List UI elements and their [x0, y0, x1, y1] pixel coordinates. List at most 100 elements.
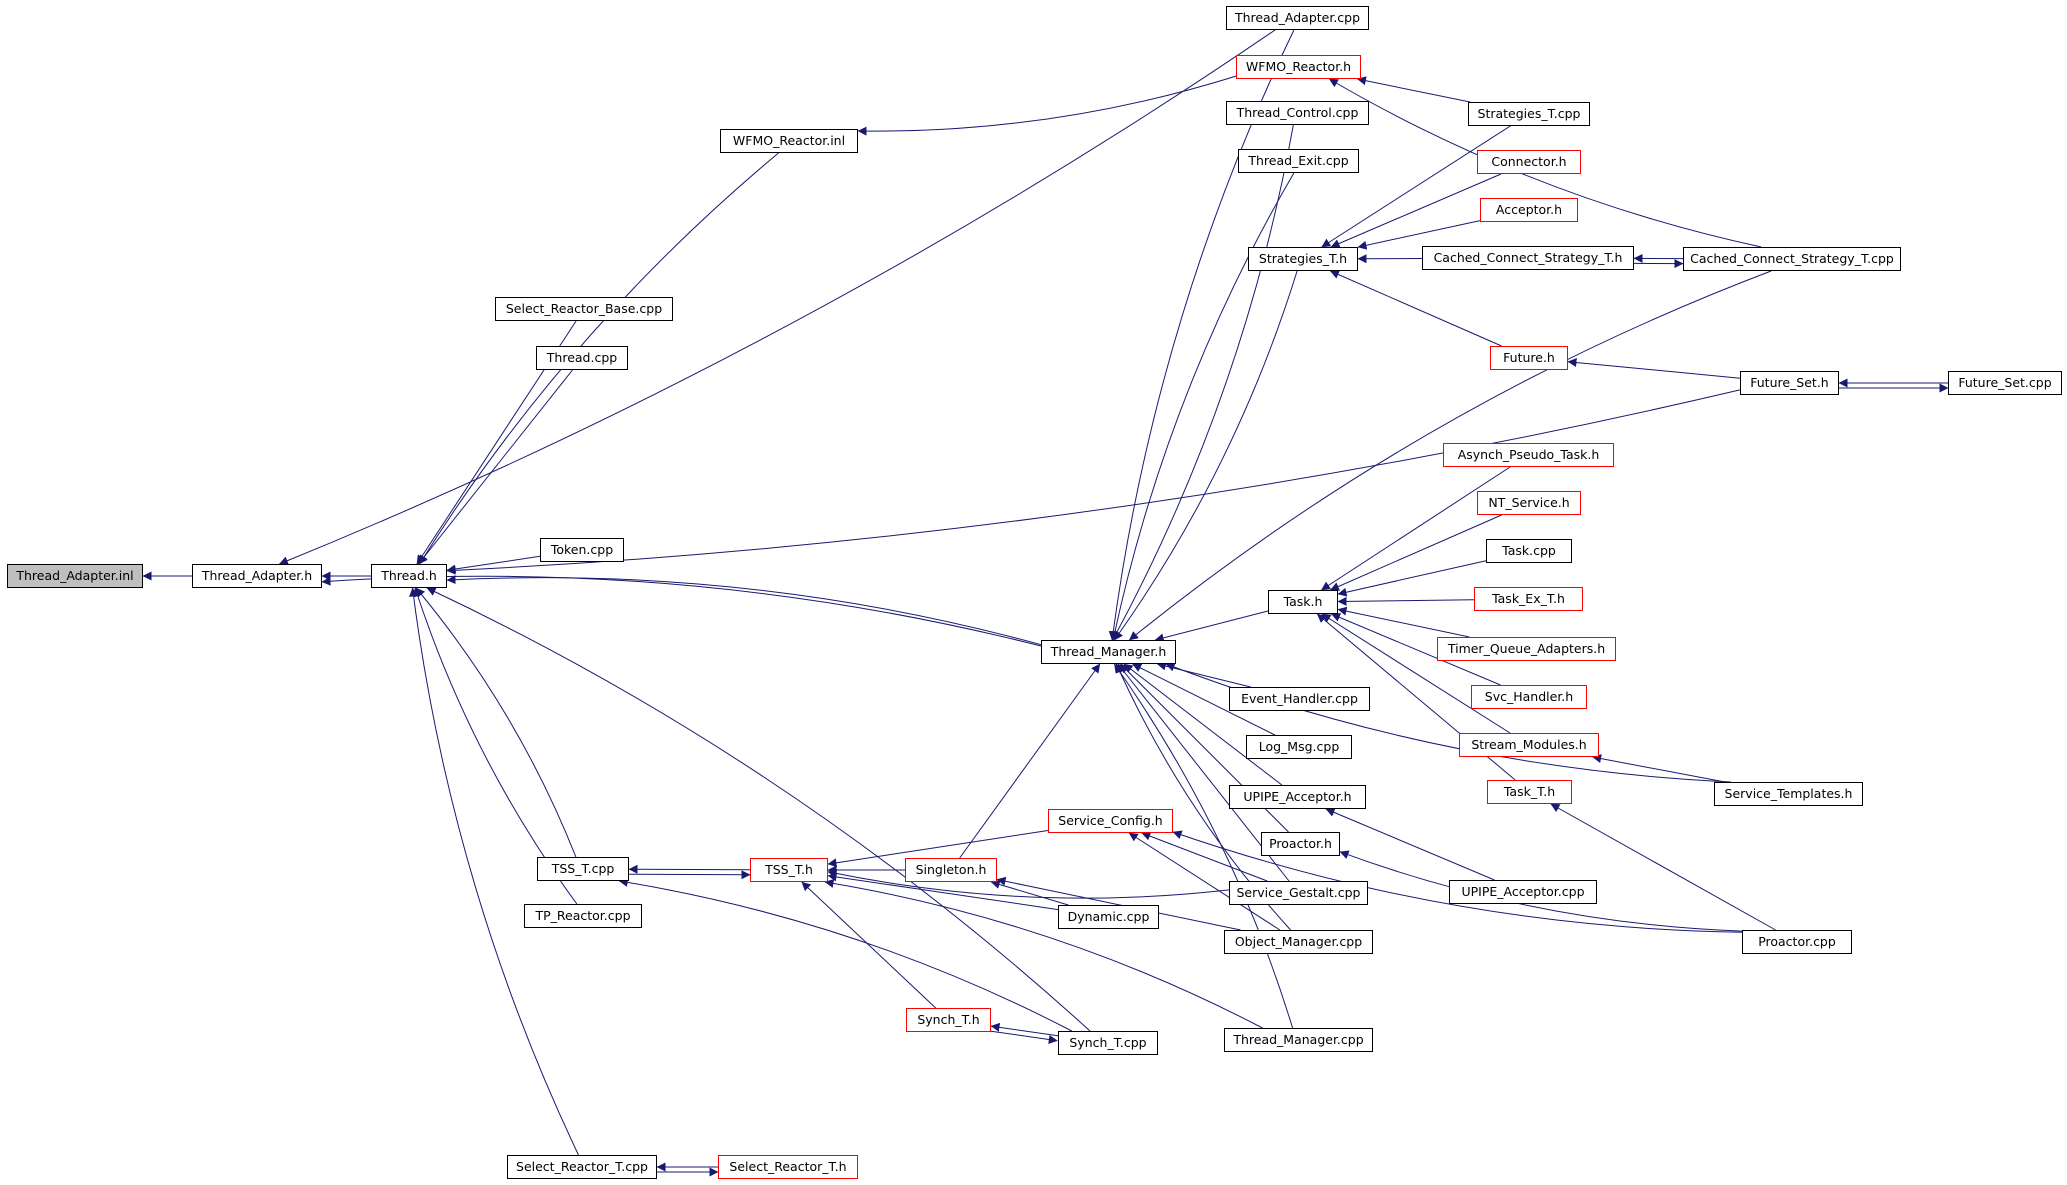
- edge-future-h-to-strategies-t-h: [1329, 270, 1502, 347]
- edge-tss-t-cpp-to-tss-t-h: [628, 870, 751, 880]
- edge-synch-t-cpp-to-thread-h: [426, 587, 1091, 1032]
- edge-upipe-acceptor-cpp-to-upipe-acceptor-h: [1325, 808, 1495, 881]
- node-thread-h[interactable]: Thread.h: [371, 564, 447, 588]
- node-token-cpp[interactable]: Token.cpp: [540, 538, 624, 562]
- node-wfmo-reactor-inl[interactable]: WFMO_Reactor.inl: [720, 129, 858, 153]
- edge-nt-service-h-to-task-h: [1329, 514, 1502, 591]
- node-log-msg-cpp[interactable]: Log_Msg.cpp: [1246, 735, 1352, 759]
- node-svc-handler-h[interactable]: Svc_Handler.h: [1471, 685, 1587, 709]
- edge-proactor-cpp-to-proactor-h: [1339, 850, 1743, 932]
- node-thread-manager-cpp[interactable]: Thread_Manager.cpp: [1224, 1028, 1373, 1052]
- node-asynch-pseudo-task-h[interactable]: Asynch_Pseudo_Task.h: [1443, 443, 1614, 467]
- node-select-reactor-t-h[interactable]: Select_Reactor_T.h: [718, 1155, 858, 1179]
- node-service-gestalt-cpp[interactable]: Service_Gestalt.cpp: [1229, 881, 1368, 905]
- edge-layer: [142, 29, 1949, 1177]
- edge-proactor-cpp-to-task-t-h: [1550, 803, 1776, 931]
- node-task-ex-t-h[interactable]: Task_Ex_T.h: [1474, 587, 1583, 611]
- edge-service-gestalt-cpp-to-tss-t-h: [827, 869, 1230, 899]
- node-cached-connect-strategy-t-h[interactable]: Cached_Connect_Strategy_T.h: [1422, 246, 1634, 270]
- edge-synch-t-cpp-to-tss-t-cpp: [618, 877, 1073, 1032]
- node-task-t-h[interactable]: Task_T.h: [1487, 780, 1572, 804]
- edge-task-ex-t-h-to-task-h: [1337, 596, 1475, 606]
- edge-cached-connect-strategy-t-cpp-to-wfmo-reactor-h: [1328, 78, 1762, 248]
- edge-synch-t-h-to-tss-t-h: [801, 881, 937, 1009]
- node-thread-adapter-inl: Thread_Adapter.inl: [7, 564, 143, 588]
- edge-task-cpp-to-task-h: [1337, 560, 1487, 597]
- edge-object-manager-cpp-to-singleton-h: [996, 876, 1241, 931]
- edge-singleton-h-to-thread-manager-h: [959, 663, 1101, 859]
- node-thread-control-cpp[interactable]: Thread_Control.cpp: [1226, 101, 1369, 125]
- edge-task-t-h-to-task-h: [1316, 613, 1516, 781]
- node-thread-adapter-h[interactable]: Thread_Adapter.h: [192, 564, 322, 588]
- edge-thread-exit-cpp-to-thread-manager-h: [1110, 172, 1295, 641]
- node-synch-t-h[interactable]: Synch_T.h: [906, 1008, 991, 1032]
- edge-cached-connect-strategy-t-cpp-to-thread-manager-h: [1129, 270, 1772, 641]
- node-select-reactor-t-cpp[interactable]: Select_Reactor_T.cpp: [507, 1155, 657, 1179]
- edge-strategies-t-cpp-to-wfmo-reactor-h: [1356, 76, 1471, 103]
- edge-thread-manager-h-to-thread-h: [446, 575, 1042, 646]
- edge-synch-t-h-to-synch-t-cpp: [990, 1030, 1058, 1044]
- edge-proactor-cpp-to-service-config-h: [1172, 830, 1743, 933]
- edge-upipe-acceptor-h-to-thread-manager-h: [1123, 663, 1283, 786]
- edge-asynch-pseudo-task-h-to-task-h: [1321, 466, 1511, 591]
- node-service-templates-h[interactable]: Service_Templates.h: [1714, 782, 1863, 806]
- edge-synch-t-cpp-to-synch-t-h: [990, 1022, 1059, 1037]
- node-thread-manager-h[interactable]: Thread_Manager.h: [1041, 640, 1176, 664]
- edge-thread-control-cpp-to-thread-manager-h: [1112, 124, 1294, 641]
- node-timer-queue-adapters-h[interactable]: Timer_Queue_Adapters.h: [1437, 637, 1616, 661]
- edge-tss-t-h-to-tss-t-cpp: [628, 864, 751, 874]
- edge-strategies-t-h-to-thread-manager-h: [1113, 270, 1298, 641]
- node-upipe-acceptor-h[interactable]: UPIPE_Acceptor.h: [1229, 785, 1366, 809]
- edge-task-h-to-thread-manager-h: [1154, 610, 1269, 643]
- edge-acceptor-h-to-strategies-t-h: [1357, 220, 1481, 250]
- node-tss-t-cpp[interactable]: TSS_T.cpp: [537, 857, 629, 881]
- node-singleton-h[interactable]: Singleton.h: [905, 858, 997, 882]
- edge-svc-handler-h-to-task-h: [1331, 613, 1501, 686]
- node-thread-adapter-cpp[interactable]: Thread_Adapter.cpp: [1226, 6, 1369, 30]
- node-thread-cpp[interactable]: Thread.cpp: [536, 346, 628, 370]
- edge-strategies-t-cpp-to-strategies-t-h: [1321, 125, 1511, 248]
- node-task-cpp[interactable]: Task.cpp: [1486, 539, 1572, 563]
- edge-thread-manager-cpp-to-thread-manager-h: [1113, 663, 1294, 1029]
- node-acceptor-h[interactable]: Acceptor.h: [1480, 198, 1578, 222]
- node-stream-modules-h[interactable]: Stream_Modules.h: [1459, 733, 1599, 757]
- edge-log-msg-cpp-to-thread-manager-h: [1132, 663, 1276, 736]
- edge-service-gestalt-cpp-to-service-config-h: [1141, 831, 1268, 882]
- edge-thread-manager-cpp-to-tss-t-h: [824, 878, 1263, 1029]
- node-wfmo-reactor-h[interactable]: WFMO_Reactor.h: [1236, 55, 1361, 79]
- node-select-reactor-base-cpp[interactable]: Select_Reactor_Base.cpp: [495, 297, 673, 321]
- node-dynamic-cpp[interactable]: Dynamic.cpp: [1058, 905, 1159, 929]
- node-task-h[interactable]: Task.h: [1268, 590, 1338, 614]
- node-nt-service-h[interactable]: NT_Service.h: [1477, 491, 1581, 515]
- node-service-config-h[interactable]: Service_Config.h: [1048, 809, 1173, 833]
- edge-timer-queue-adapters-h-to-task-h: [1337, 606, 1470, 638]
- edge-thread-cpp-to-thread-h: [418, 369, 573, 565]
- node-cached-connect-strategy-t-cpp[interactable]: Cached_Connect_Strategy_T.cpp: [1683, 247, 1901, 271]
- node-upipe-acceptor-cpp[interactable]: UPIPE_Acceptor.cpp: [1449, 880, 1597, 904]
- node-proactor-h[interactable]: Proactor.h: [1261, 832, 1340, 856]
- edge-wfmo-reactor-inl-to-thread-h: [419, 152, 779, 565]
- edge-proactor-h-to-thread-manager-h: [1120, 663, 1289, 833]
- edge-tss-t-cpp-to-thread-h: [415, 587, 577, 858]
- edge-service-config-h-to-tss-t-h: [827, 830, 1049, 868]
- edge-dynamic-cpp-to-tss-t-h: [827, 872, 1059, 911]
- node-tp-reactor-cpp[interactable]: TP_Reactor.cpp: [524, 904, 642, 928]
- node-strategies-t-cpp[interactable]: Strategies_T.cpp: [1468, 102, 1590, 126]
- node-thread-exit-cpp[interactable]: Thread_Exit.cpp: [1238, 149, 1359, 173]
- node-strategies-t-h[interactable]: Strategies_T.h: [1248, 247, 1358, 271]
- node-connector-h[interactable]: Connector.h: [1477, 150, 1581, 174]
- node-future-set-cpp[interactable]: Future_Set.cpp: [1948, 371, 2062, 395]
- edge-token-cpp-to-thread-h: [446, 555, 541, 574]
- node-tss-t-h[interactable]: TSS_T.h: [750, 858, 828, 882]
- node-future-h[interactable]: Future.h: [1490, 346, 1568, 370]
- node-future-set-h[interactable]: Future_Set.h: [1740, 371, 1839, 395]
- node-event-handler-cpp[interactable]: Event_Handler.cpp: [1229, 687, 1370, 711]
- edge-service-templates-h-to-stream-modules-h: [1592, 754, 1725, 783]
- node-synch-t-cpp[interactable]: Synch_T.cpp: [1058, 1031, 1158, 1055]
- edge-thread-adapter-cpp-to-thread-adapter-h: [278, 29, 1276, 565]
- edge-stream-modules-h-to-task-h: [1321, 613, 1511, 734]
- node-proactor-cpp[interactable]: Proactor.cpp: [1742, 930, 1852, 954]
- edge-object-manager-cpp-to-service-config-h: [1128, 832, 1281, 931]
- node-object-manager-cpp[interactable]: Object_Manager.cpp: [1224, 930, 1373, 954]
